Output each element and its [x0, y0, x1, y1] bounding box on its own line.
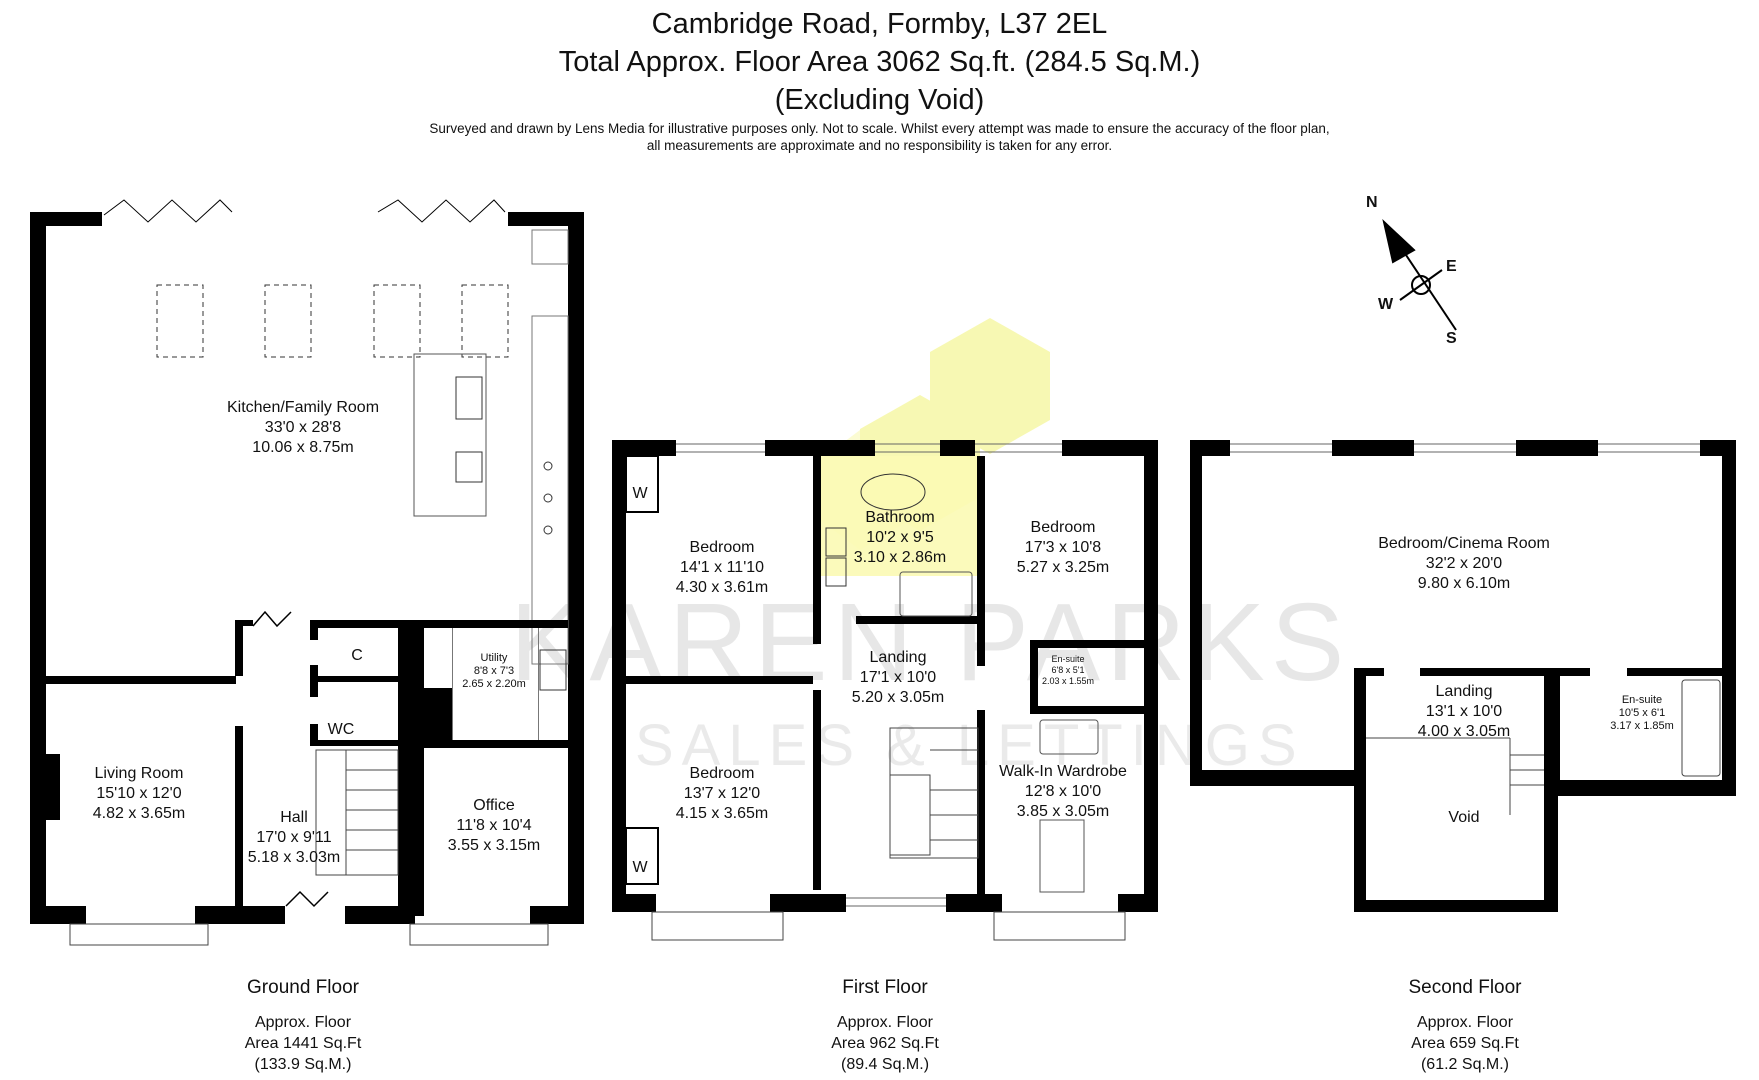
ground-floor-plan: [30, 199, 584, 946]
property-address: Cambridge Road, Formby, L37 2EL: [651, 8, 1108, 40]
compass-icon: [1382, 219, 1457, 331]
room-wc: WC: [327, 721, 355, 738]
room-cupboard: C: [351, 647, 363, 664]
compass-east-label: E: [1446, 258, 1457, 275]
floor-caption-first: First Floor Approx. Floor Area 962 Sq.Ft…: [831, 977, 939, 1073]
compass-north-label: N: [1366, 194, 1378, 211]
wardrobe-label-1: W: [632, 485, 648, 502]
svg-text:SALES & LETTINGS: SALES & LETTINGS: [635, 713, 1305, 778]
second-floor-plan: [1190, 440, 1736, 912]
floor-caption-ground: Ground Floor Approx. Floor Area 1441 Sq.…: [244, 977, 362, 1073]
floor-caption-second: Second Floor Approx. Floor Area 659 Sq.F…: [1408, 977, 1522, 1073]
disclaimer-line-2: all measurements are approximate and no …: [646, 138, 1113, 153]
wardrobe-label-2: W: [632, 859, 648, 876]
first-floor-plan: [612, 440, 1158, 941]
compass-south-label: S: [1446, 330, 1457, 347]
excluding-void-note: (Excluding Void): [774, 84, 985, 116]
total-floor-area: Total Approx. Floor Area 3062 Sq.ft. (28…: [558, 46, 1201, 78]
room-void: Void: [1448, 809, 1480, 826]
disclaimer: Surveyed and drawn by Lens Media for ill…: [0, 120, 1759, 154]
disclaimer-line-1: Surveyed and drawn by Lens Media for ill…: [429, 121, 1330, 136]
compass-west-label: W: [1378, 296, 1394, 313]
